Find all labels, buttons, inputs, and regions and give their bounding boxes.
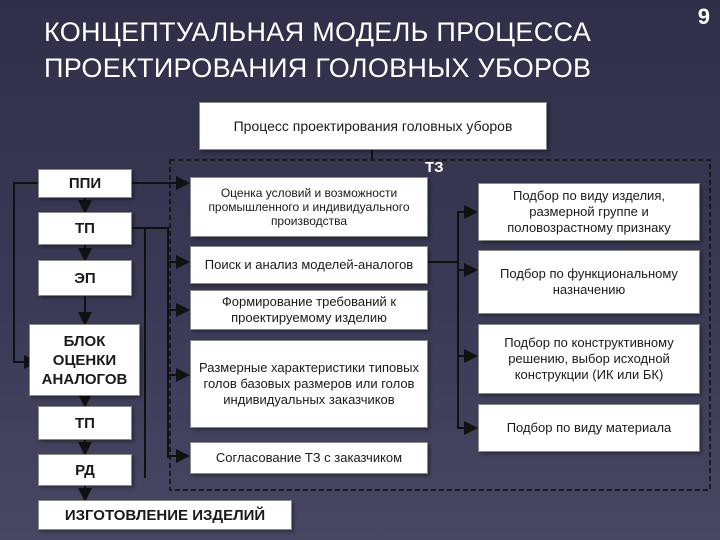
middle-item-1: Оценка условий и возможности промышленно…: [190, 177, 428, 237]
middle-item-4: Размерные характеристики типовых голов б…: [190, 340, 428, 428]
ppi-box: ППИ: [38, 169, 132, 198]
tp-box-2: ТП: [38, 406, 132, 440]
page-number: 9: [697, 4, 710, 29]
tp-box-1: ТП: [38, 212, 132, 245]
tz-label: ТЗ: [425, 159, 444, 176]
manufacturing-box: ИЗГОТОВЛЕНИЕ ИЗДЕЛИЙ: [38, 500, 292, 530]
middle-item-2: Поиск и анализ моделей-аналогов: [190, 246, 428, 284]
slide-title: КОНЦЕПТУАЛЬНАЯ МОДЕЛЬ ПРОЦЕССА ПРОЕКТИРО…: [44, 17, 592, 83]
rd-box: РД: [38, 454, 132, 486]
right-item-2: Подбор по функциональному назначению: [478, 250, 700, 314]
middle-item-3: Формирование требований к проектируемому…: [190, 290, 428, 330]
right-item-4: Подбор по виду материала: [478, 404, 700, 452]
ep-box: ЭП: [38, 260, 132, 296]
analog-evaluation-block: БЛОК ОЦЕНКИ АНАЛОГОВ: [29, 324, 140, 396]
design-process-box: Процесс проектирования головных уборов: [199, 102, 547, 150]
right-item-1: Подбор по виду изделия, размерной группе…: [478, 183, 700, 241]
middle-item-5: Согласование ТЗ с заказчиком: [190, 442, 428, 474]
right-item-3: Подбор по конструктивному решению, выбор…: [478, 324, 700, 394]
